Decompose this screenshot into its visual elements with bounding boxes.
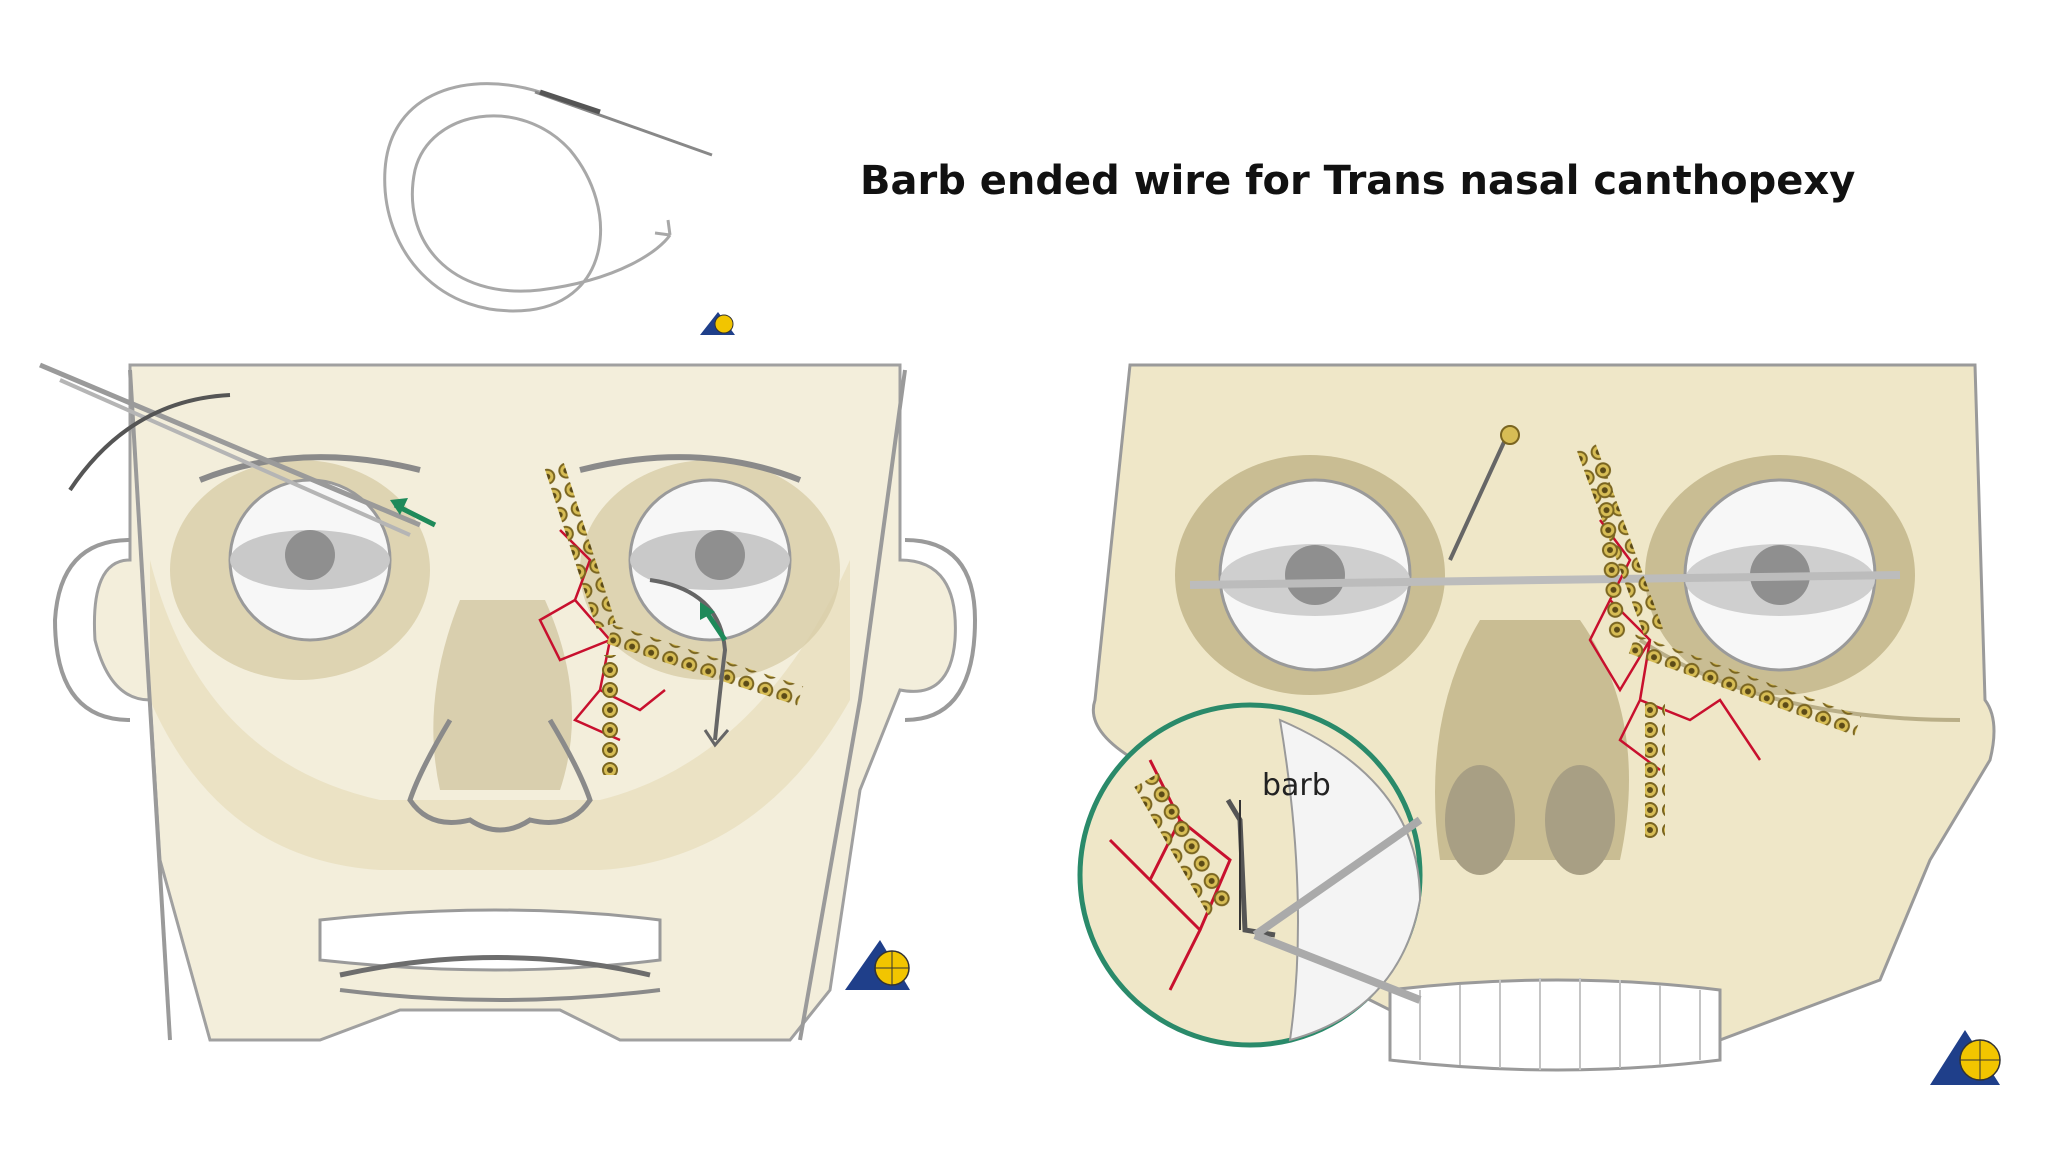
right-skull-illustration (1077, 363, 2001, 1085)
barb-label: barb (1262, 768, 1331, 803)
wire-coil-icon (383, 82, 713, 313)
slide-title: Barb ended wire for Trans nasal canthope… (860, 158, 1856, 204)
left-face-illustration (39, 362, 978, 1042)
ao-logo-icon (845, 940, 910, 990)
ao-logo-icon (700, 312, 735, 335)
ao-logo-icon (1930, 1030, 2001, 1085)
barb-wire-icon (1225, 798, 1423, 1004)
green-arrow-icon (390, 498, 437, 528)
green-arrow-icon (700, 602, 728, 642)
